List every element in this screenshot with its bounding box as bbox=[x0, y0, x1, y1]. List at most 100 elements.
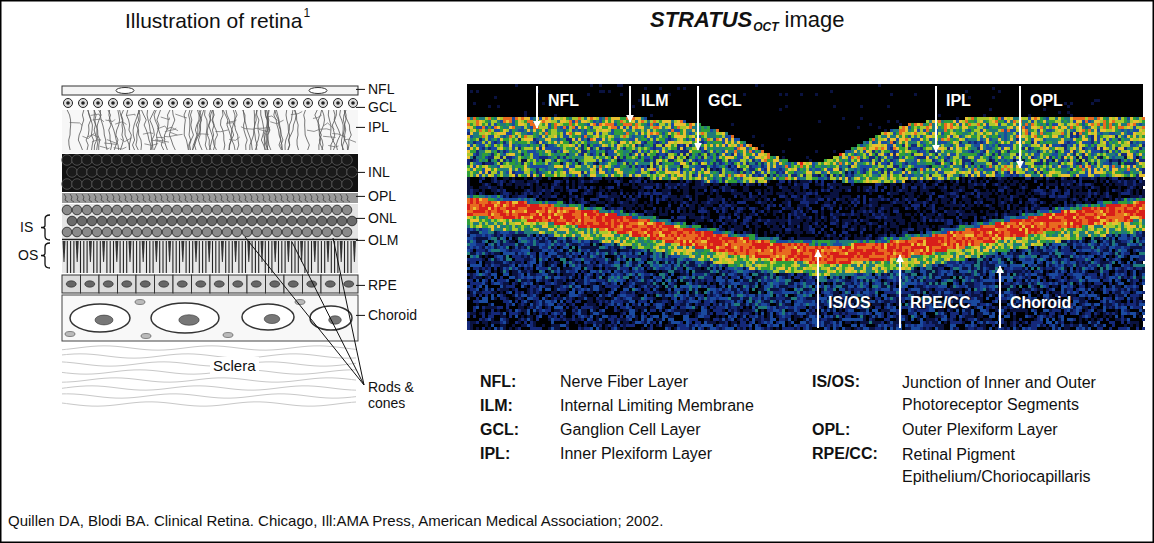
nuclear-cell bbox=[272, 155, 283, 166]
choroid-cell bbox=[65, 332, 75, 337]
plexiform-fiber bbox=[67, 110, 70, 150]
rpe-cell bbox=[247, 275, 266, 293]
rod-segment bbox=[172, 241, 173, 273]
plexiform-squiggle bbox=[238, 194, 242, 202]
rod-segment bbox=[242, 241, 243, 273]
sclera-fiber bbox=[62, 346, 356, 350]
plexiform-branch bbox=[156, 137, 165, 139]
rod-segment bbox=[285, 241, 286, 273]
rod-segment bbox=[189, 241, 190, 273]
plexiform-fiber bbox=[94, 110, 100, 150]
plexiform-squiggle bbox=[274, 194, 278, 202]
photoreceptor-nucleus bbox=[182, 205, 192, 215]
segment-label: OS bbox=[18, 247, 38, 264]
nuclear-cell bbox=[217, 167, 228, 178]
photoreceptor-nucleus bbox=[202, 227, 212, 237]
ganglion-cell bbox=[334, 99, 343, 108]
plexiform-fiber bbox=[264, 110, 268, 150]
cone-segment bbox=[168, 241, 171, 262]
nuclear-cell bbox=[122, 179, 133, 190]
rod-segment bbox=[225, 241, 226, 273]
plexiform-squiggle bbox=[118, 194, 122, 202]
nuclear-cell bbox=[212, 155, 223, 166]
rod-segment bbox=[123, 241, 124, 273]
nuclear-cell bbox=[322, 179, 333, 190]
plexiform-fiber bbox=[120, 110, 130, 150]
rpe-cell bbox=[99, 275, 118, 293]
nuclear-cell bbox=[192, 179, 203, 190]
photoreceptor-nucleus bbox=[302, 227, 312, 237]
plexiform-fiber bbox=[94, 110, 97, 150]
nuclear-cell bbox=[62, 179, 73, 190]
rod-segment bbox=[179, 241, 180, 273]
layer-label: OLM bbox=[368, 232, 398, 249]
pointer-arrow bbox=[536, 86, 538, 128]
ganglion-nucleus bbox=[156, 101, 160, 105]
rod-segment bbox=[113, 241, 114, 273]
nuclear-cell bbox=[332, 155, 343, 166]
panel-heading: OCT bbox=[753, 20, 778, 34]
key-term: IS/OS: bbox=[812, 372, 860, 391]
cone-segment bbox=[63, 241, 66, 262]
plexiform-squiggle bbox=[166, 194, 170, 202]
plexiform-squiggle bbox=[154, 194, 158, 202]
pointer-arrow bbox=[817, 250, 819, 328]
leader-line bbox=[333, 238, 364, 385]
ganglion-nucleus bbox=[81, 101, 85, 105]
rod-segment bbox=[67, 241, 68, 273]
plexiform-branch bbox=[143, 133, 153, 134]
photoreceptor-nucleus bbox=[332, 227, 342, 237]
key-definition: Outer Plexiform Layer bbox=[902, 420, 1058, 439]
nuclear-cell bbox=[152, 179, 163, 190]
photoreceptor-nucleus bbox=[212, 205, 222, 215]
nuclear-cell bbox=[132, 155, 143, 166]
plexiform-fiber bbox=[229, 110, 237, 150]
plexiform-squiggle bbox=[316, 194, 320, 202]
nerve-fiber-layer bbox=[62, 86, 358, 95]
nuclear-cell bbox=[212, 179, 223, 190]
photoreceptor-nucleus bbox=[162, 205, 172, 215]
key-term: RPE/CC: bbox=[812, 444, 878, 463]
cone-segment bbox=[115, 241, 118, 262]
nuclear-cell bbox=[82, 179, 93, 190]
choroid-vessel bbox=[151, 303, 219, 333]
blood-cell bbox=[264, 314, 280, 323]
plexiform-branch bbox=[70, 123, 83, 126]
rod-segment bbox=[136, 241, 137, 273]
plexiform-branch bbox=[170, 132, 183, 135]
plexiform-branch bbox=[291, 112, 302, 115]
outer-limiting-membrane bbox=[62, 239, 358, 241]
plexiform-fiber bbox=[100, 110, 107, 150]
leader-line bbox=[356, 127, 365, 128]
scan-layer-label: IPL bbox=[946, 91, 971, 110]
photoreceptor-nucleus bbox=[252, 205, 262, 215]
sclera-fiber bbox=[62, 378, 356, 382]
blood-cell bbox=[95, 315, 113, 325]
photoreceptor-nucleus bbox=[227, 216, 237, 226]
key-definition: Ganglion Cell Layer bbox=[560, 420, 701, 439]
layer-label: ONL bbox=[368, 210, 397, 227]
rod-segment bbox=[70, 241, 71, 273]
leader-line bbox=[356, 89, 365, 90]
photoreceptor-nucleus bbox=[147, 216, 157, 226]
layer-label: OPL bbox=[368, 188, 396, 205]
photoreceptor-nucleus bbox=[187, 216, 197, 226]
pointer-arrow bbox=[1019, 86, 1021, 168]
plexiform-fiber bbox=[190, 110, 194, 150]
rod-segment bbox=[96, 241, 97, 273]
panel-heading: Illustration of retina bbox=[125, 8, 302, 33]
plexiform-fiber bbox=[189, 110, 191, 150]
pointer-arrow bbox=[629, 86, 631, 122]
plexiform-fiber bbox=[304, 110, 310, 150]
plexiform-fiber bbox=[192, 110, 203, 150]
nerve-fiber bbox=[309, 88, 327, 94]
plexiform-branch bbox=[107, 140, 117, 144]
rod-segment bbox=[291, 241, 292, 273]
ganglion-nucleus bbox=[291, 101, 295, 105]
photoreceptor-nucleus bbox=[192, 227, 202, 237]
plexiform-squiggle bbox=[244, 194, 248, 202]
photoreceptor-nucleus bbox=[122, 227, 132, 237]
outer-nuclear-layer bbox=[62, 204, 358, 239]
nuclear-cell bbox=[282, 179, 293, 190]
rod-segment bbox=[298, 241, 299, 273]
